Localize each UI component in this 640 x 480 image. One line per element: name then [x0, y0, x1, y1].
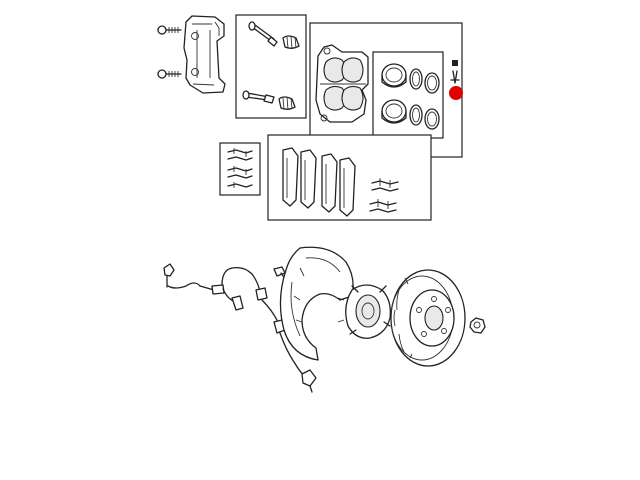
sensor-connector	[163, 263, 175, 288]
guide-pin-kit-panel	[235, 14, 307, 119]
caliper-piston-lower	[381, 99, 407, 124]
guide-pin-boot-upper	[282, 35, 300, 50]
rotor-lug-holes	[416, 296, 451, 337]
hub-nut	[469, 317, 486, 334]
pad-shim-clips	[369, 178, 399, 213]
brake-dust-shield	[279, 246, 354, 361]
guide-pin-upper	[248, 21, 278, 47]
dust-boot-lower	[424, 108, 440, 130]
brake-rotor	[390, 269, 466, 367]
mounting-bolt-lower	[157, 69, 182, 79]
piston-seal-upper	[409, 68, 423, 90]
sensor-head	[301, 369, 317, 393]
dust-boot-upper	[424, 72, 440, 94]
brake-pad-outer-2	[339, 157, 356, 217]
brake-pad-inner-1	[282, 147, 299, 207]
guide-pin-boot-lower	[278, 96, 296, 111]
caliper-mounting-bolts	[157, 25, 182, 79]
pad-hardware-clips-panel	[219, 142, 261, 196]
hub-bearing-assembly	[337, 284, 391, 339]
wheel-studs	[349, 285, 391, 335]
caliper-housing-panel	[309, 22, 463, 158]
red-dot-callout-icon[interactable]	[449, 86, 463, 100]
brake-pad-outer-1	[321, 153, 338, 213]
guide-pin-lower	[242, 90, 275, 104]
abutment-clip-set	[227, 148, 253, 188]
bleeder-screw	[450, 60, 460, 84]
mounting-bolt-upper	[157, 25, 182, 35]
brake-pad-set-panel	[267, 134, 432, 221]
piston-seal-lower	[409, 104, 423, 126]
piston-seal-kit-panel	[372, 51, 444, 139]
caliper-housing	[315, 44, 369, 123]
caliper-anchor-bracket	[183, 15, 226, 94]
brake-pad-inner-2	[300, 149, 317, 209]
caliper-piston-upper	[381, 63, 407, 88]
